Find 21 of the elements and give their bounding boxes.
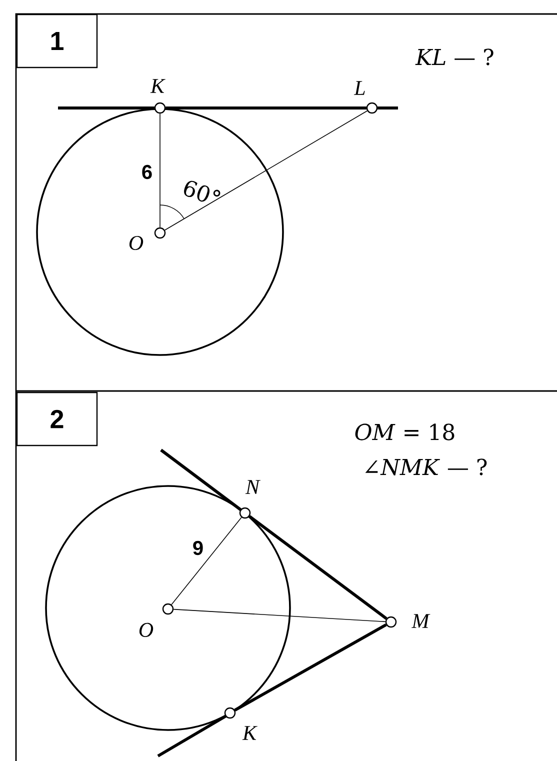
line-segment: [173, 608, 386, 622]
panel-number-box: 2: [16, 392, 98, 446]
line-segment: [164, 110, 368, 231]
panel-number-box: 1: [16, 14, 98, 68]
point-label: M: [412, 614, 430, 628]
point-label: K: [150, 79, 166, 93]
problem-text: ∠NMK — ?: [365, 458, 487, 476]
problem-text: OM = 18: [355, 424, 454, 440]
problem-text: 60°: [184, 180, 220, 202]
point-label: N: [245, 480, 260, 494]
edge-label: 9: [191, 540, 205, 556]
point-label: O: [139, 622, 154, 638]
point-label: K: [242, 726, 258, 740]
problem-text: KL — ?: [415, 48, 494, 66]
line-segment: [166, 106, 366, 110]
point-label: O: [129, 236, 144, 250]
point-label: L: [354, 81, 365, 95]
line-segment: [248, 515, 388, 620]
edge-label: 6: [140, 164, 154, 180]
line-segment: [234, 623, 387, 712]
line-segment: [171, 516, 242, 606]
